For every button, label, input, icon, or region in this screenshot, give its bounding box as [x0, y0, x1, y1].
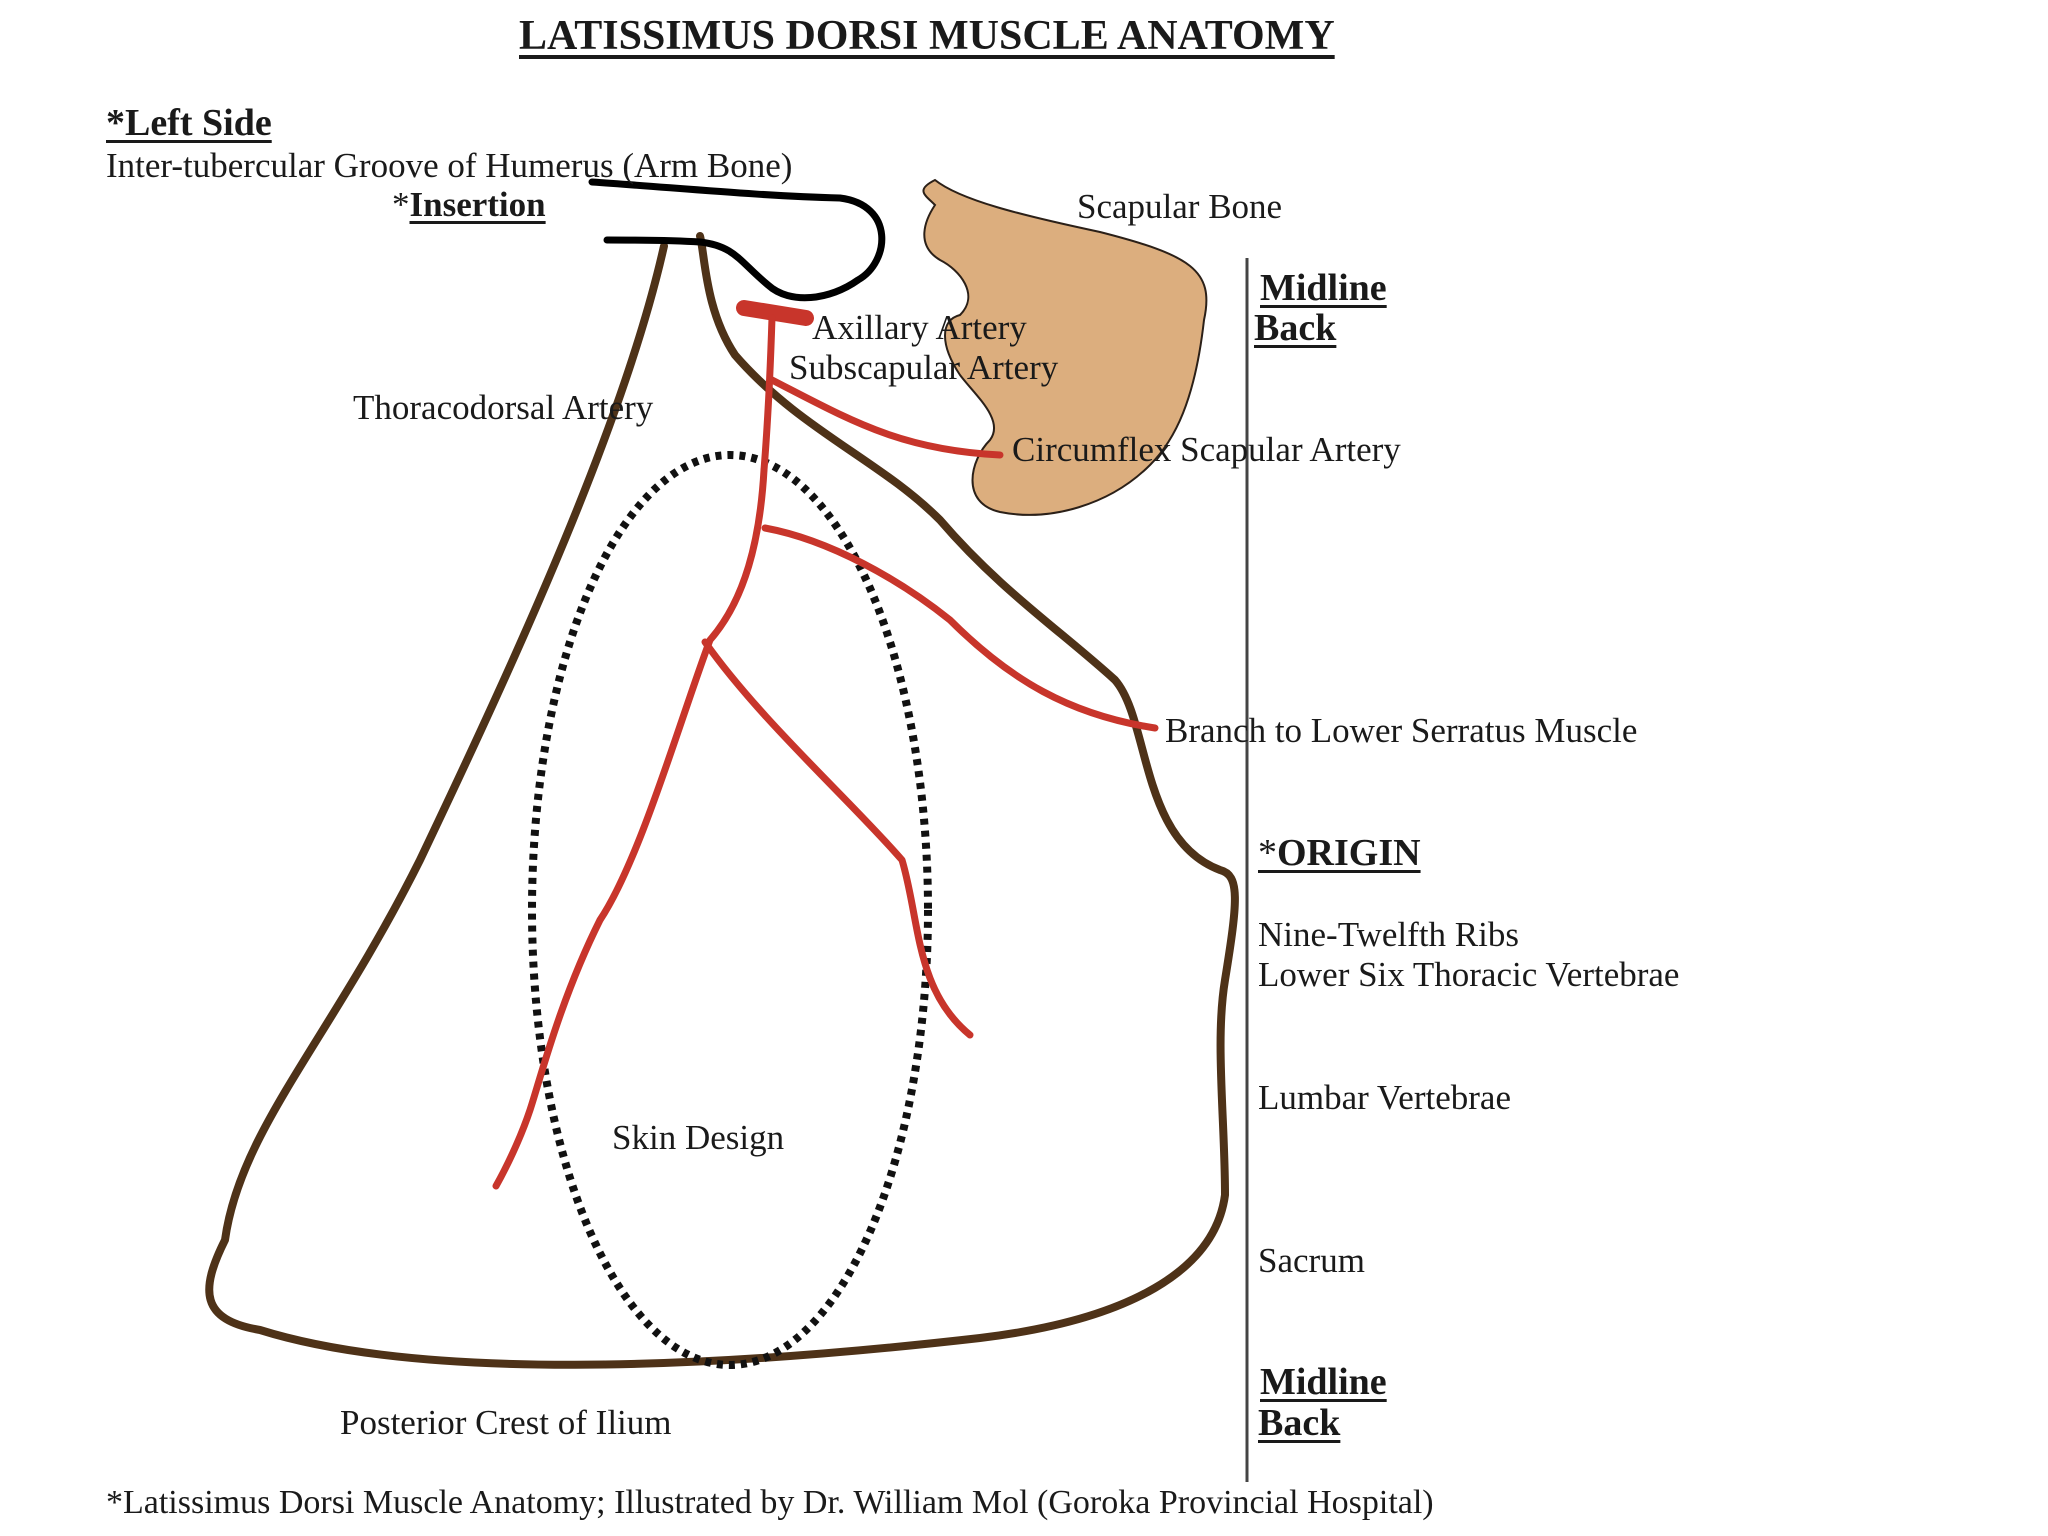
axillary-artery-label: Axillary Artery: [812, 308, 1027, 347]
thoracic-vertebrae-label: Lower Six Thoracic Vertebrae: [1258, 955, 1680, 994]
branch-to-lower-serratus-artery: [761, 524, 1159, 732]
left-side-label: *Left Side: [106, 102, 272, 144]
credit-caption: *Latissimus Dorsi Muscle Anatomy; Illust…: [106, 1484, 1434, 1521]
ribs-label: Nine-Twelfth Ribs: [1258, 915, 1519, 954]
sacrum-label: Sacrum: [1258, 1241, 1365, 1280]
scapular-bone-shape: [922, 178, 1208, 516]
midline-bottom-line1: Midline: [1260, 1361, 1387, 1403]
posterior-ilium-label: Posterior Crest of Ilium: [340, 1403, 672, 1442]
midline-bottom-line2: Back: [1258, 1402, 1341, 1444]
insertion-label: Insertion: [409, 185, 546, 224]
subscapular-artery-label: Subscapular Artery: [789, 348, 1059, 387]
skin-design-ellipse: [528, 451, 932, 1369]
origin-prefix: *: [1258, 832, 1277, 874]
origin-heading: *ORIGIN: [1258, 834, 1421, 872]
axillary-artery-stub: [736, 300, 814, 326]
midline-top-line2: Back: [1254, 307, 1337, 349]
subscapular-artery: [760, 314, 776, 474]
midline-top-line1: Midline: [1260, 267, 1387, 309]
serratus-branch-label: Branch to Lower Serratus Muscle: [1165, 711, 1638, 750]
circumflex-scapular-artery: [768, 376, 1004, 459]
circumflex-scapular-artery-label: Circumflex Scapular Artery: [1012, 430, 1401, 469]
thoracodorsal-artery: [492, 466, 768, 1190]
insertion-bone-label: Inter-tubercular Groove of Humerus (Arm …: [106, 146, 793, 185]
lumbar-vertebrae-label: Lumbar Vertebrae: [1258, 1078, 1511, 1117]
descending-branch-artery: [701, 638, 974, 1039]
skin-design-label: Skin Design: [612, 1118, 785, 1157]
scapular-bone-label: Scapular Bone: [1077, 187, 1283, 226]
origin-label: ORIGIN: [1277, 832, 1421, 874]
artery-group: [492, 300, 1159, 1190]
insertion-heading: *Insertion: [392, 187, 546, 222]
thoracodorsal-artery-label: Thoracodorsal Artery: [353, 388, 654, 427]
insertion-prefix: *: [392, 185, 410, 224]
muscle-outline: [205, 232, 1239, 1369]
page-title: LATISSIMUS DORSI MUSCLE ANATOMY: [519, 13, 1335, 59]
humerus-outline: [588, 178, 886, 302]
